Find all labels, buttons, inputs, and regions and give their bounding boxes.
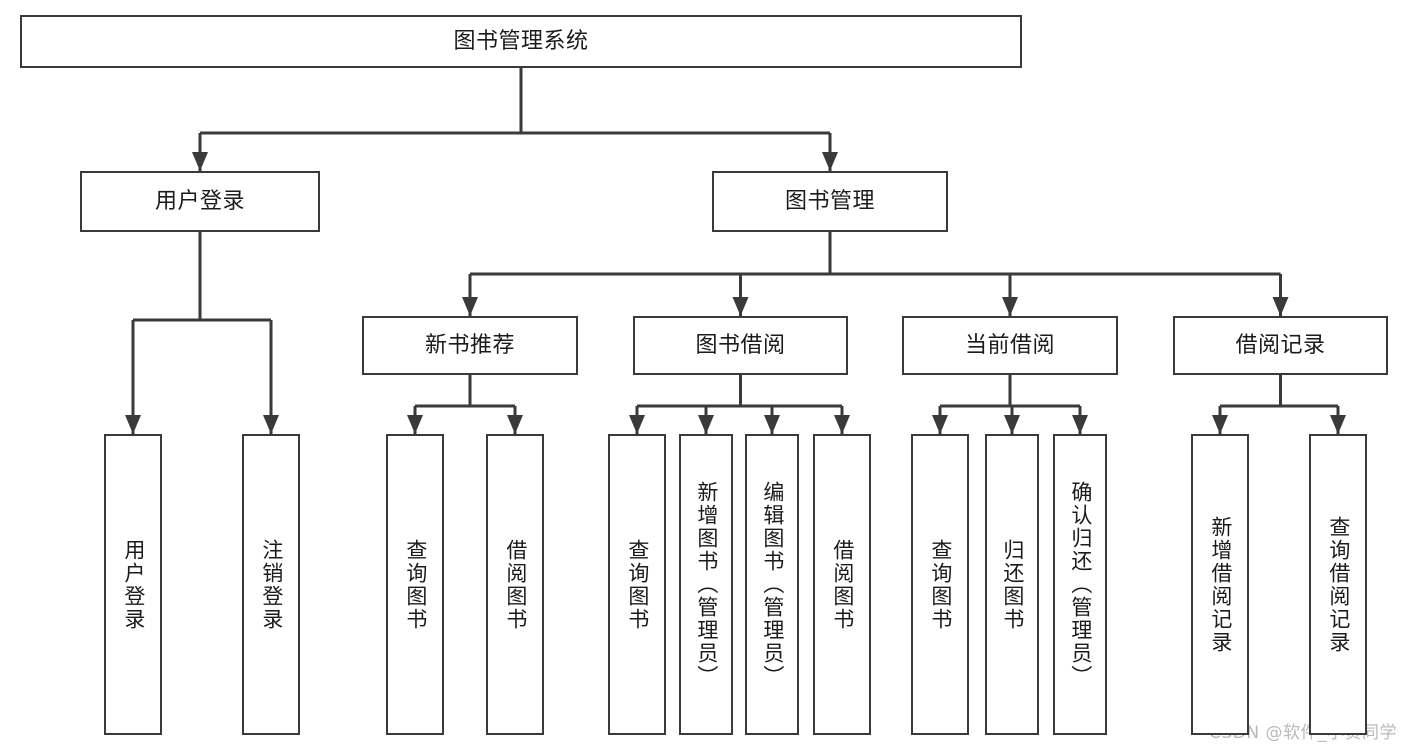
arrowhead — [1330, 415, 1346, 434]
node-label: 用户登录 — [154, 188, 245, 214]
node-label: 图书管理 — [784, 188, 875, 214]
arrowhead — [932, 415, 948, 434]
node-leaf_borrow_book_rec[interactable]: 借阅图书 — [486, 434, 544, 735]
node-borrow_record[interactable]: 借阅记录 — [1173, 316, 1388, 375]
node-label: 新书推荐 — [424, 332, 515, 358]
node-label: 查询借阅记录 — [1326, 515, 1351, 654]
node-leaf_edit_book[interactable]: 编辑图书（管理员） — [745, 434, 799, 735]
arrowhead — [1272, 297, 1289, 316]
arrowhead — [192, 152, 208, 171]
arrowhead — [764, 415, 780, 434]
node-leaf_query_book_rec[interactable]: 查询图书 — [386, 434, 444, 735]
node-leaf_user_login[interactable]: 用户登录 — [104, 434, 162, 735]
arrowhead — [822, 152, 838, 171]
arrowhead — [407, 415, 423, 434]
node-label: 注销登录 — [259, 538, 284, 631]
node-label: 新增图书（管理员） — [694, 481, 719, 688]
node-leaf_query_book_b[interactable]: 查询图书 — [608, 434, 666, 735]
arrowhead — [462, 297, 478, 316]
node-label: 图书借阅 — [695, 332, 786, 358]
node-leaf_query_record[interactable]: 查询借阅记录 — [1309, 434, 1367, 735]
arrowhead — [732, 297, 749, 316]
node-label: 查询图书 — [928, 538, 953, 631]
node-label: 确认归还（管理员） — [1068, 481, 1093, 688]
node-leaf_add_book[interactable]: 新增图书（管理员） — [679, 434, 733, 735]
node-label: 查询图书 — [625, 538, 650, 631]
node-label: 图书管理系统 — [453, 28, 589, 54]
node-leaf_borrow_book_b[interactable]: 借阅图书 — [813, 434, 871, 735]
node-leaf_logout[interactable]: 注销登录 — [242, 434, 300, 735]
node-new_book_rec[interactable]: 新书推荐 — [362, 316, 578, 375]
arrowhead — [698, 415, 714, 434]
node-leaf_query_book_c[interactable]: 查询图书 — [911, 434, 969, 735]
node-label: 归还图书 — [1000, 538, 1025, 631]
node-current_borrow[interactable]: 当前借阅 — [902, 316, 1118, 375]
node-label: 查询图书 — [403, 538, 428, 631]
node-label: 用户登录 — [121, 538, 146, 631]
node-leaf_confirm_return[interactable]: 确认归还（管理员） — [1053, 434, 1107, 735]
arrowhead — [834, 415, 850, 434]
node-leaf_add_record[interactable]: 新增借阅记录 — [1191, 434, 1249, 735]
node-book_borrow[interactable]: 图书借阅 — [633, 316, 848, 375]
arrowhead — [1072, 415, 1088, 434]
arrowhead — [125, 415, 141, 434]
arrowhead — [1002, 297, 1018, 316]
node-root[interactable]: 图书管理系统 — [20, 15, 1022, 68]
arrowhead — [263, 415, 279, 434]
arrowhead — [1212, 415, 1228, 434]
node-label: 借阅图书 — [830, 538, 855, 631]
node-label: 借阅图书 — [503, 538, 528, 631]
node-label: 当前借阅 — [964, 332, 1055, 358]
arrowhead — [507, 415, 523, 434]
node-label: 编辑图书（管理员） — [760, 481, 785, 688]
arrowhead — [629, 415, 645, 434]
node-user_login[interactable]: 用户登录 — [80, 171, 320, 232]
node-label: 借阅记录 — [1235, 332, 1326, 358]
node-leaf_return_book[interactable]: 归还图书 — [985, 434, 1039, 735]
node-label: 新增借阅记录 — [1208, 515, 1233, 654]
arrowhead — [1004, 415, 1020, 434]
node-book_manage[interactable]: 图书管理 — [712, 171, 948, 232]
